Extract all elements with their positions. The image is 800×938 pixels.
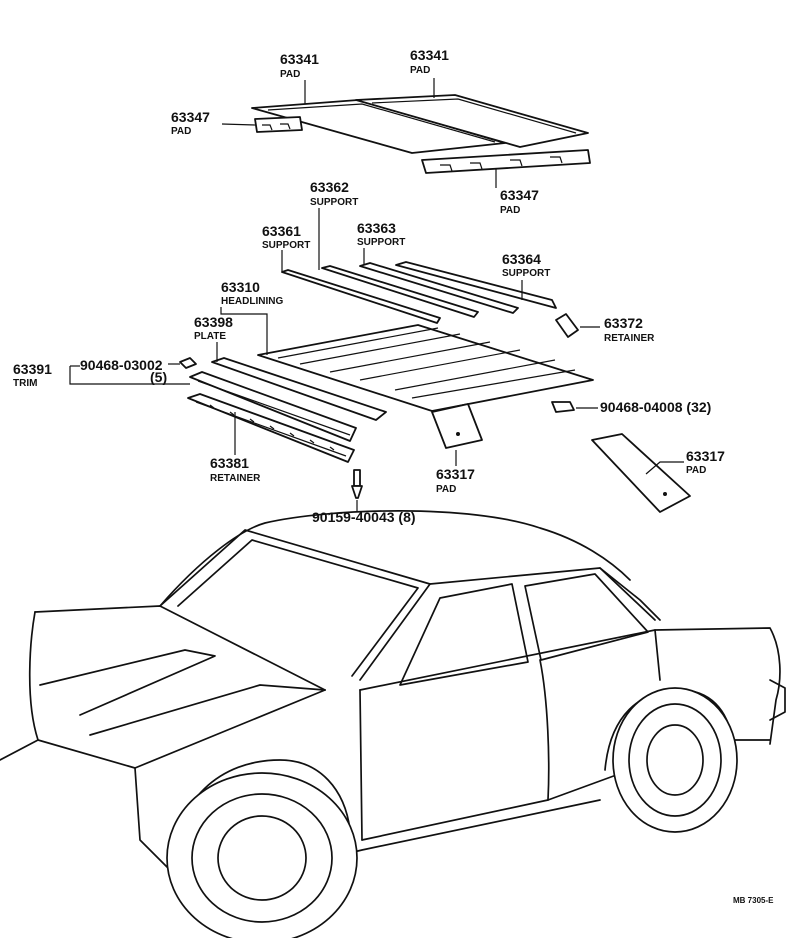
part-name: PAD (500, 205, 520, 216)
part-name: SUPPORT (310, 197, 358, 208)
label-63381: 63381 RETAINER (210, 455, 261, 484)
part-number: 63310 (221, 279, 260, 295)
label-90159-40043: 90159-40043 (8) (312, 509, 416, 525)
part-number: 63372 (604, 315, 643, 331)
label-63347-right: 63347 PAD (500, 187, 539, 216)
part-number: 63362 (310, 179, 349, 195)
label-63391: 63391 TRIM (13, 361, 52, 389)
label-90468-03002: 90468-03002 (5) (80, 357, 167, 385)
leader-lines (69, 78, 684, 512)
label-63347-left: 63347 PAD (171, 109, 210, 137)
part-name: SUPPORT (357, 237, 405, 248)
retainer-63381 (187, 393, 355, 463)
pillar-pad-63317-center (431, 403, 483, 449)
part-number: 90468-03002 (80, 357, 163, 373)
label-90468-04008: 90468-04008 (32) (600, 399, 711, 415)
part-name: PAD (280, 69, 300, 80)
part-name: RETAINER (210, 473, 261, 484)
part-name: PAD (171, 126, 191, 137)
pillar-pad-63317-right (591, 433, 691, 513)
car-body-illustration (0, 510, 786, 938)
label-63317-right: 63317 PAD (686, 448, 725, 476)
part-number: 63363 (357, 220, 396, 236)
part-name: SUPPORT (262, 240, 310, 251)
label-63363: 63363 SUPPORT (357, 220, 405, 248)
part-number: 63347 (500, 187, 539, 203)
part-name: RETAINER (604, 333, 655, 344)
label-63341-right: 63341 PAD (410, 47, 449, 76)
label-63362: 63362 SUPPORT (310, 179, 358, 208)
part-name: TRIM (13, 378, 37, 389)
part-number: 90468-04008 (32) (600, 399, 711, 415)
label-63341-left: 63341 PAD (280, 51, 319, 80)
part-name: PAD (686, 465, 706, 476)
roof-pad-63347-left (254, 116, 303, 133)
part-number: 63341 (280, 51, 319, 67)
headlining-63310 (257, 324, 594, 412)
part-number: 63391 (13, 361, 52, 377)
label-63398: 63398 PLATE (194, 314, 233, 342)
label-63372: 63372 RETAINER (604, 315, 655, 344)
part-name: PAD (410, 65, 430, 76)
support-63362 (321, 265, 479, 318)
part-number: 63317 (686, 448, 725, 464)
part-number: 63341 (410, 47, 449, 63)
roof-pad-63341-right (355, 94, 589, 148)
label-63310: 63310 HEADLINING (221, 279, 283, 307)
support-63364 (395, 261, 557, 309)
part-number: 63347 (171, 109, 210, 125)
roof-pad-63347-right (421, 149, 591, 174)
label-63361: 63361 SUPPORT (262, 223, 310, 251)
part-name: PAD (436, 484, 456, 495)
part-name: PLATE (194, 331, 226, 342)
part-number: 63317 (436, 466, 475, 482)
part-number: 63398 (194, 314, 233, 330)
part-quantity: (5) (150, 369, 167, 385)
part-name: SUPPORT (502, 268, 550, 279)
label-63317-center: 63317 PAD (436, 466, 475, 495)
part-number: 63364 (502, 251, 541, 267)
drawing-code: MB 7305-E (733, 896, 774, 905)
label-63364: 63364 SUPPORT (502, 251, 550, 279)
support-63361 (281, 269, 441, 324)
part-name: HEADLINING (221, 296, 283, 307)
trim-63391 (189, 371, 357, 442)
screw-90468-03002-graphic (179, 357, 197, 369)
part-number: 63381 (210, 455, 249, 471)
support-63363 (359, 262, 519, 314)
plate-63398 (211, 357, 387, 421)
clip-90468-04008-graphic (551, 401, 575, 413)
part-number: 90159-40043 (8) (312, 509, 416, 525)
part-number: 63361 (262, 223, 301, 239)
screw-90159-40043-graphic (351, 469, 363, 499)
retainer-63372 (555, 313, 579, 338)
